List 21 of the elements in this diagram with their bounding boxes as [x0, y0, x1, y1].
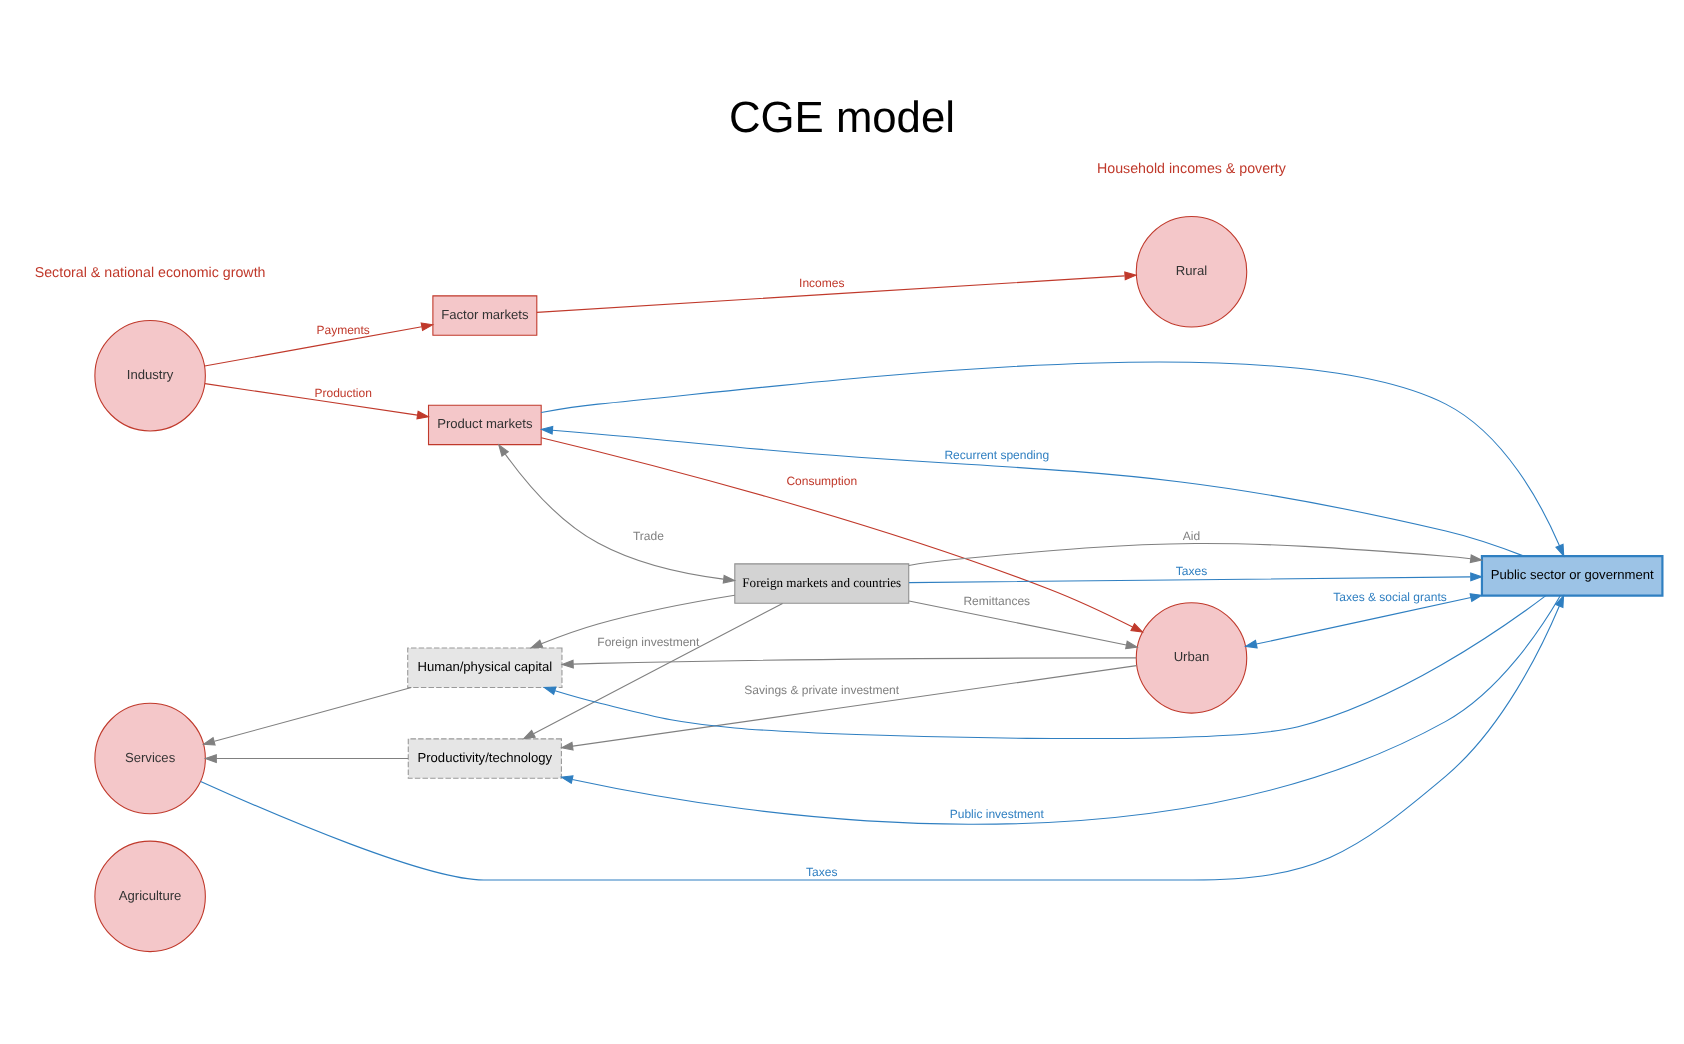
- arrow: [908, 542, 1484, 566]
- arrow: [542, 595, 1547, 740]
- arrow: [529, 594, 736, 649]
- arrow: [203, 753, 409, 764]
- arrow: [536, 271, 1138, 313]
- arrow: [201, 687, 412, 746]
- arrow: [539, 425, 1525, 557]
- arrow: [560, 665, 1138, 751]
- arrow: [540, 437, 1144, 633]
- arrow: [540, 361, 1565, 558]
- arrow: [204, 322, 435, 367]
- arrow: [559, 595, 1561, 825]
- arrow: [908, 600, 1139, 650]
- arrow: [204, 383, 430, 420]
- arrow: [908, 572, 1484, 584]
- arrow: [200, 594, 1565, 881]
- arrow: [560, 657, 1137, 669]
- arrow: [1244, 593, 1484, 649]
- arrow: [522, 602, 784, 740]
- arrow: [497, 443, 737, 584]
- diagram-title: CGE model: [729, 91, 955, 142]
